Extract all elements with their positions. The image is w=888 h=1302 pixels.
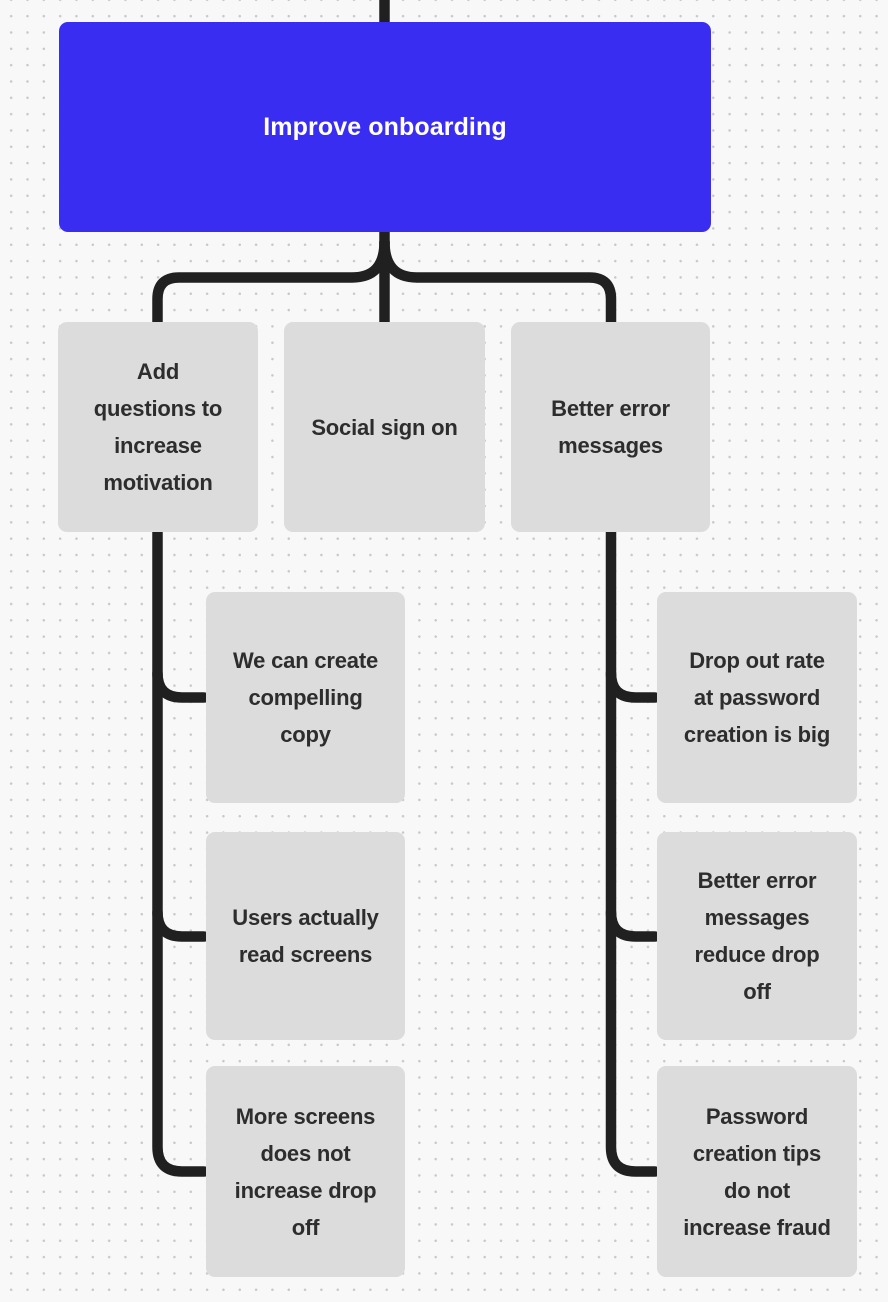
connector-left-trunk [152, 526, 210, 1177]
mindmap-node-label: Social sign on [311, 414, 458, 440]
connector-root-to-left [152, 236, 390, 328]
mindmap-node-label: We can create compelling copy [233, 648, 378, 747]
mindmap-node-better-error-messages[interactable]: Better error messages [511, 322, 710, 532]
mindmap-node-label: Drop out rate at password creation is bi… [683, 648, 831, 747]
connector-right-trunk [605, 526, 661, 1177]
mindmap-node-label: Add questions to increase motivation [93, 359, 223, 495]
mindmap-node-root-label: Improve onboarding [263, 113, 507, 141]
mindmap-node-label: Better error messages [551, 396, 670, 458]
mindmap-node-root[interactable]: Improve onboarding [59, 22, 711, 232]
mindmap-node-users-read-screens[interactable]: Users actually read screens [206, 832, 405, 1040]
mindmap-node-label: Password creation tips do not increase f… [683, 1103, 831, 1240]
mindmap-node-label: Better error messages reduce drop off [694, 868, 820, 1004]
connector-left-branch-1 [152, 667, 210, 703]
mindmap-node-drop-out-rate[interactable]: Drop out rate at password creation is bi… [657, 592, 857, 803]
connector-left-branch-2 [152, 906, 210, 942]
mindmap-node-label: Users actually read screens [232, 905, 379, 967]
connector-right-branch-1 [605, 667, 661, 703]
mindmap-node-add-questions[interactable]: Add questions to increase motivation [58, 322, 258, 532]
connector-root-to-right [379, 236, 617, 328]
mindmap-node-more-screens-drop-off[interactable]: More screens does not increase drop off [206, 1066, 405, 1277]
mindmap-node-social-sign-on[interactable]: Social sign on [284, 322, 485, 532]
mindmap-node-label: More screens does not increase drop off [234, 1103, 377, 1240]
mindmap-node-password-tips-fraud[interactable]: Password creation tips do not increase f… [657, 1066, 857, 1277]
connector-right-branch-2 [605, 906, 661, 942]
mindmap-node-compelling-copy[interactable]: We can create compelling copy [206, 592, 405, 803]
mindmap-node-messages-reduce-drop-off[interactable]: Better error messages reduce drop off [657, 832, 857, 1040]
